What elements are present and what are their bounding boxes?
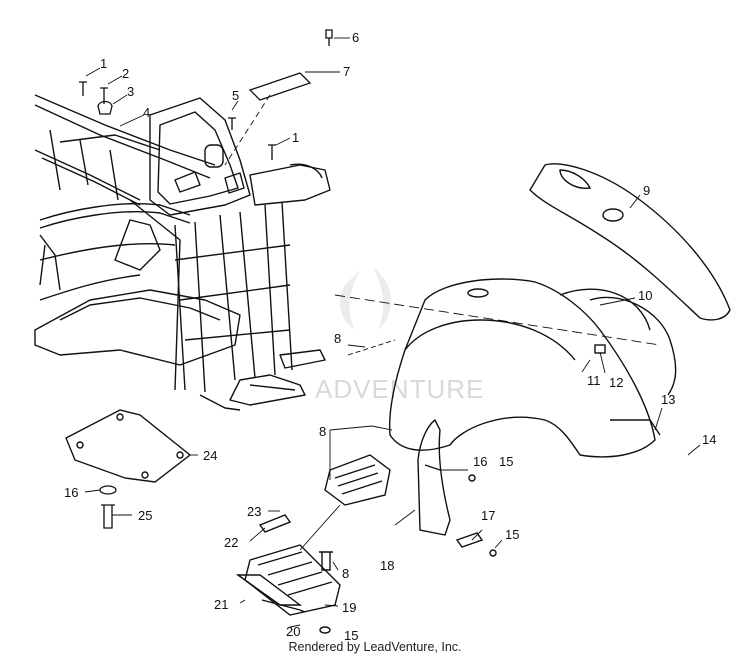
footrest-bracket-part	[324, 454, 391, 506]
front-fender-part-10	[388, 278, 677, 458]
callout-13: 13	[661, 392, 675, 407]
callout-14: 14	[702, 432, 716, 447]
callout-24: 24	[203, 448, 217, 463]
callout-15-right: 15	[499, 454, 513, 469]
callout-6: 6	[352, 30, 359, 45]
centerline-dash	[334, 294, 661, 346]
frame-assembly	[34, 94, 331, 411]
hardware-group-upper	[79, 29, 333, 160]
callout-16-left: 16	[64, 485, 78, 500]
callout-15-bottom: 15	[344, 628, 358, 643]
hardware-parts-16-25	[99, 485, 117, 529]
callout-1-mid: 1	[292, 130, 299, 145]
render-credit: Rendered by LeadVenture, Inc.	[288, 640, 462, 654]
callout-12: 12	[609, 375, 623, 390]
callout-5: 5	[232, 88, 239, 103]
leader-lines-lower	[84, 194, 701, 628]
tank-cover-part-9	[529, 163, 731, 321]
callout-2: 2	[122, 66, 129, 81]
callout-9: 9	[643, 183, 650, 198]
callout-8-upper: 8	[334, 331, 341, 346]
footrest-parts-19-23	[235, 474, 497, 634]
callout-17: 17	[481, 508, 495, 523]
callout-1-top: 1	[100, 56, 107, 71]
callout-11: 11	[587, 373, 601, 388]
callout-3: 3	[127, 84, 134, 99]
callout-22: 22	[224, 535, 238, 550]
callout-15-lower: 15	[505, 527, 519, 542]
callout-21: 21	[214, 597, 228, 612]
callout-8-mid: 8	[319, 424, 326, 439]
callout-18: 18	[380, 558, 394, 573]
callout-16-right: 16	[473, 454, 487, 469]
callout-20: 20	[286, 624, 300, 639]
callout-10: 10	[638, 288, 652, 303]
skid-plate-part-24	[65, 409, 192, 483]
leader-lines-upper	[85, 37, 350, 166]
callout-7: 7	[343, 64, 350, 79]
callout-23: 23	[247, 504, 261, 519]
callout-25: 25	[138, 508, 152, 523]
watermark-text: ADVENTURE	[315, 374, 484, 404]
callout-labels: 1 2 3 4 5 6 7 1 9 10 8 11 12 13 14 8 16 …	[64, 30, 716, 643]
callout-8-lower: 8	[342, 566, 349, 581]
callout-19: 19	[342, 600, 356, 615]
callout-4: 4	[143, 105, 150, 120]
watermark-logo	[339, 265, 391, 330]
splash-guard-part-18	[417, 418, 451, 536]
